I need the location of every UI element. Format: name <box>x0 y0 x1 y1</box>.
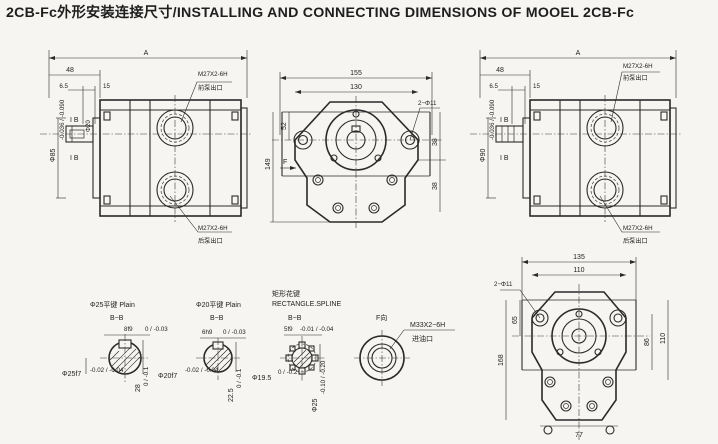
rear-flange-view: 135 110 <box>494 254 669 440</box>
dim-48-right: 48 <box>496 67 504 74</box>
dim-phi85: Φ85 <box>50 149 57 162</box>
view-F-marker: F <box>283 159 287 166</box>
dim-135: 135 <box>573 254 585 261</box>
dim-38-b: 38 <box>432 182 439 190</box>
rear-outlet-label: 后泵出口 <box>198 237 223 245</box>
label-IB-bottom: I B <box>70 155 79 162</box>
label-IB-bottom-right: I B <box>500 155 509 162</box>
section2-key-dim: 6h9 <box>202 329 213 336</box>
f-view-inlet: F向 M33X2−6H 进油口 <box>354 313 455 386</box>
dim-2-phi11: 2−Φ11 <box>418 100 437 107</box>
section-rectangle-spline: 矩形花键 RECTANGLE.SPLINE B−B 5f9 -0.01 / -0… <box>252 289 341 412</box>
left-side-view: A 48 6.5 15 <box>40 50 252 245</box>
dim-77: 77 <box>575 432 583 439</box>
section3-dia-in: Φ19.5 <box>252 375 271 382</box>
section3-title-en: RECTANGLE.SPLINE <box>272 301 341 308</box>
section2-h-tol: 0 / -0.1 <box>236 368 243 388</box>
rear-thread-label: M27X2-6H <box>198 225 228 232</box>
dim-15: 15 <box>103 83 110 90</box>
section-phi25-key: Φ25平键 Plain B−B 8f9 0 / -0.03 Φ25f7 -0.0… <box>62 300 168 392</box>
section3-dia-out: Φ25 <box>312 399 319 412</box>
section1-key-dim: 8f9 <box>124 326 133 333</box>
dim-149: 149 <box>265 158 272 170</box>
right-side-view: A 48 6.5 15 <box>470 50 682 245</box>
section3-dia-out-tol: -0.10 / -0.20 <box>320 360 327 394</box>
section2-h: 22.5 <box>228 388 235 402</box>
dim-168: 168 <box>498 354 505 366</box>
label-IB-top: I B <box>70 117 79 124</box>
label-IB-top-right: I B <box>500 117 509 124</box>
dim-phi20: Φ20 <box>85 120 92 132</box>
dim-110: 110 <box>573 267 584 274</box>
dim-52: 52 <box>281 122 288 130</box>
dim-6.5: 6.5 <box>59 83 68 90</box>
outlet-thread-label-right: M27X2-6H <box>623 63 653 70</box>
dim-155: 155 <box>350 70 362 77</box>
f-view-thread: M33X2−6H <box>410 322 445 329</box>
dim-6.5-right: 6.5 <box>489 83 498 90</box>
rear-outlet-label-right: 后泵出口 <box>623 237 648 245</box>
dim-2-phi11-rear: 2−Φ11 <box>494 281 513 288</box>
dim-15-right: 15 <box>533 83 540 90</box>
dim-phi90-tol: -0.036 / -0.090 <box>489 99 496 140</box>
section3-title-cn: 矩形花键 <box>272 289 300 298</box>
section-phi20-key: Φ20平键 Plain B−B 6h9 0 / -0.03 Φ20f7 -0.0… <box>158 300 246 402</box>
dim-86-rear: 86 <box>644 338 651 346</box>
section1-title: Φ25平键 Plain <box>90 300 135 309</box>
dim-phi85-tol: -0.036 / -0.090 <box>59 99 66 140</box>
dim-phi90: Φ90 <box>480 149 487 162</box>
section2-key-tol: 0 / -0.03 <box>223 329 246 336</box>
dim-A-right: A <box>576 50 581 57</box>
outlet-label: 前泵出口 <box>198 84 223 92</box>
section3-key-dim: 5f9 <box>284 326 293 333</box>
f-view-label: 进油口 <box>412 334 433 343</box>
section3-bb: B−B <box>288 315 302 322</box>
section2-bb: B−B <box>210 315 224 322</box>
front-flange-view: 155 130 <box>265 70 446 228</box>
dim-38-a: 38 <box>432 138 439 146</box>
section1-dia: Φ25f7 <box>62 371 81 378</box>
rear-thread-label-right: M27X2-6H <box>623 225 653 232</box>
section1-dia-tol: -0.02 / -0.04 <box>90 367 124 374</box>
section1-key-tol: 0 / -0.03 <box>145 326 168 333</box>
section1-h-tol: 0 / -0.1 <box>143 366 150 386</box>
page-title: 2CB-Fc外形安装连接尺寸/INSTALLING AND CONNECTING… <box>6 5 635 21</box>
outlet-thread-label: M27X2-6H <box>198 71 228 78</box>
section2-dia: Φ20f7 <box>158 373 177 380</box>
section3-dia-in-tol: 0 / -0.2 <box>278 369 298 376</box>
section2-title: Φ20平键 Plain <box>196 300 241 309</box>
dim-48: 48 <box>66 67 74 74</box>
dim-110-vertical: 110 <box>660 333 667 344</box>
dim-130: 130 <box>350 84 362 91</box>
section2-dia-tol: -0.02 / -0.04 <box>185 367 219 374</box>
section1-bb: B−B <box>110 315 124 322</box>
dim-A: A <box>144 50 149 57</box>
outlet-label-right: 前泵出口 <box>623 74 648 82</box>
section1-h: 28 <box>135 384 142 392</box>
dim-65-rear: 65 <box>512 316 519 324</box>
section3-key-tol: -0.01 / -0.04 <box>300 326 334 333</box>
f-view-title: F向 <box>376 313 387 322</box>
